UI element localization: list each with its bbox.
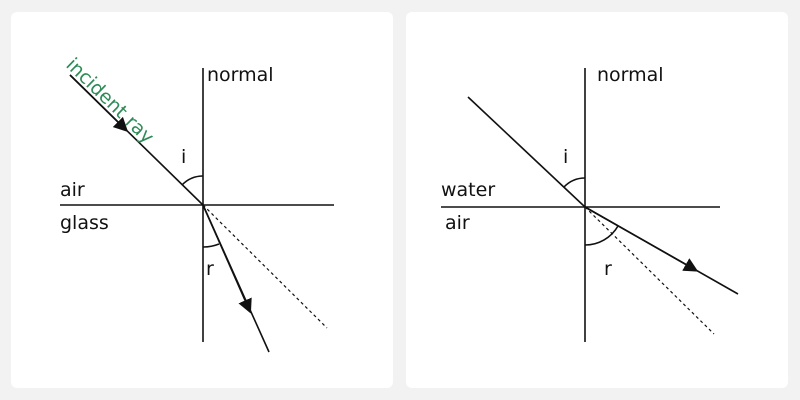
normal-label-left: normal — [207, 64, 274, 86]
angle-r-label-right: r — [604, 258, 612, 280]
angle-arc-i-left — [181, 175, 204, 186]
angle-r-label-left: r — [206, 258, 214, 280]
upper-medium-label-left: air — [60, 179, 85, 201]
lower-medium-label-left: glass — [60, 212, 109, 234]
normal-label-right: normal — [597, 64, 664, 86]
incident-ray-right — [467, 96, 586, 208]
extended-ray-left — [202, 204, 328, 329]
angle-arc-r-left — [202, 243, 220, 248]
angle-i-label-right: i — [563, 146, 568, 168]
extended-ray-right — [584, 206, 715, 335]
lower-medium-label-right: air — [445, 212, 470, 234]
angle-i-label-left: i — [181, 146, 186, 168]
panel-air-glass — [11, 12, 393, 388]
angle-arc-r-right — [584, 225, 619, 246]
incident-ray-arrow-left — [69, 74, 129, 133]
refracted-ray-arrow-left — [202, 204, 252, 314]
panel-water-air — [406, 12, 788, 388]
upper-medium-label-right: water — [441, 179, 495, 201]
refracted-ray-arrow-right — [584, 206, 699, 272]
angle-arc-i-right — [563, 177, 586, 188]
